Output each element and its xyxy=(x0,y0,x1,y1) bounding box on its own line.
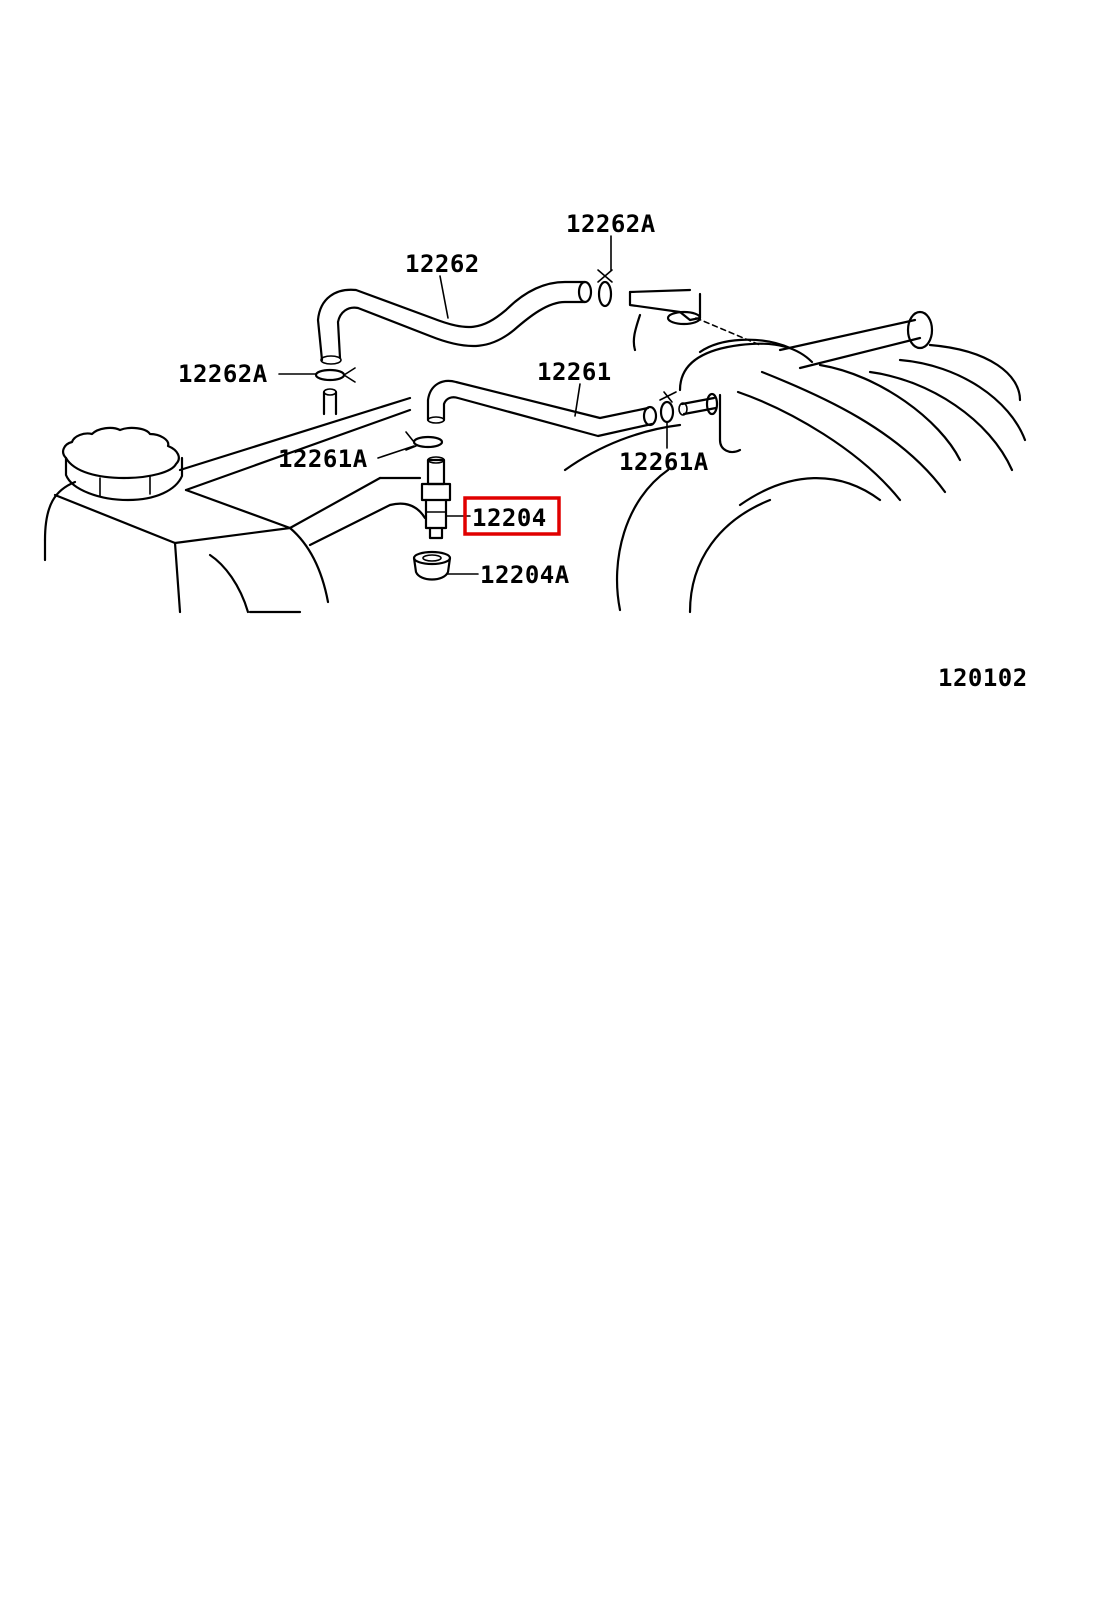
figure-number: 120102 xyxy=(938,664,1028,692)
hose-12262 xyxy=(316,280,593,365)
intake-manifold-drawing xyxy=(563,310,1027,614)
part-label-12261a-left: 12261A xyxy=(278,445,368,473)
clamp-12261a-left xyxy=(405,431,444,451)
part-label-12262a-left: 12262A xyxy=(178,360,268,388)
clamp-12262a-left xyxy=(314,367,356,416)
part-label-12204a: 12204A xyxy=(480,561,570,589)
part-labels: 12262A 12262 12262A 12261 12261A 12261A … xyxy=(178,210,709,589)
oil-filler-cap xyxy=(62,426,184,502)
part-label-12262: 12262 xyxy=(405,250,480,278)
clamp-12262a-top xyxy=(597,269,613,308)
highlight-box xyxy=(463,496,561,536)
pcv-valve-12204 xyxy=(420,456,452,540)
grommet-12204a xyxy=(412,550,452,581)
valve-cover-drawing xyxy=(43,396,427,614)
part-label-12204: 12204 xyxy=(472,504,547,532)
part-label-12262a-top: 12262A xyxy=(566,210,656,238)
hose-12261 xyxy=(426,379,658,438)
clamp-12261a-right xyxy=(659,391,677,424)
leader-lines xyxy=(278,235,668,575)
elbow-fitting xyxy=(628,288,761,346)
part-label-12261: 12261 xyxy=(537,358,612,386)
part-label-12261a-right: 12261A xyxy=(619,448,709,476)
